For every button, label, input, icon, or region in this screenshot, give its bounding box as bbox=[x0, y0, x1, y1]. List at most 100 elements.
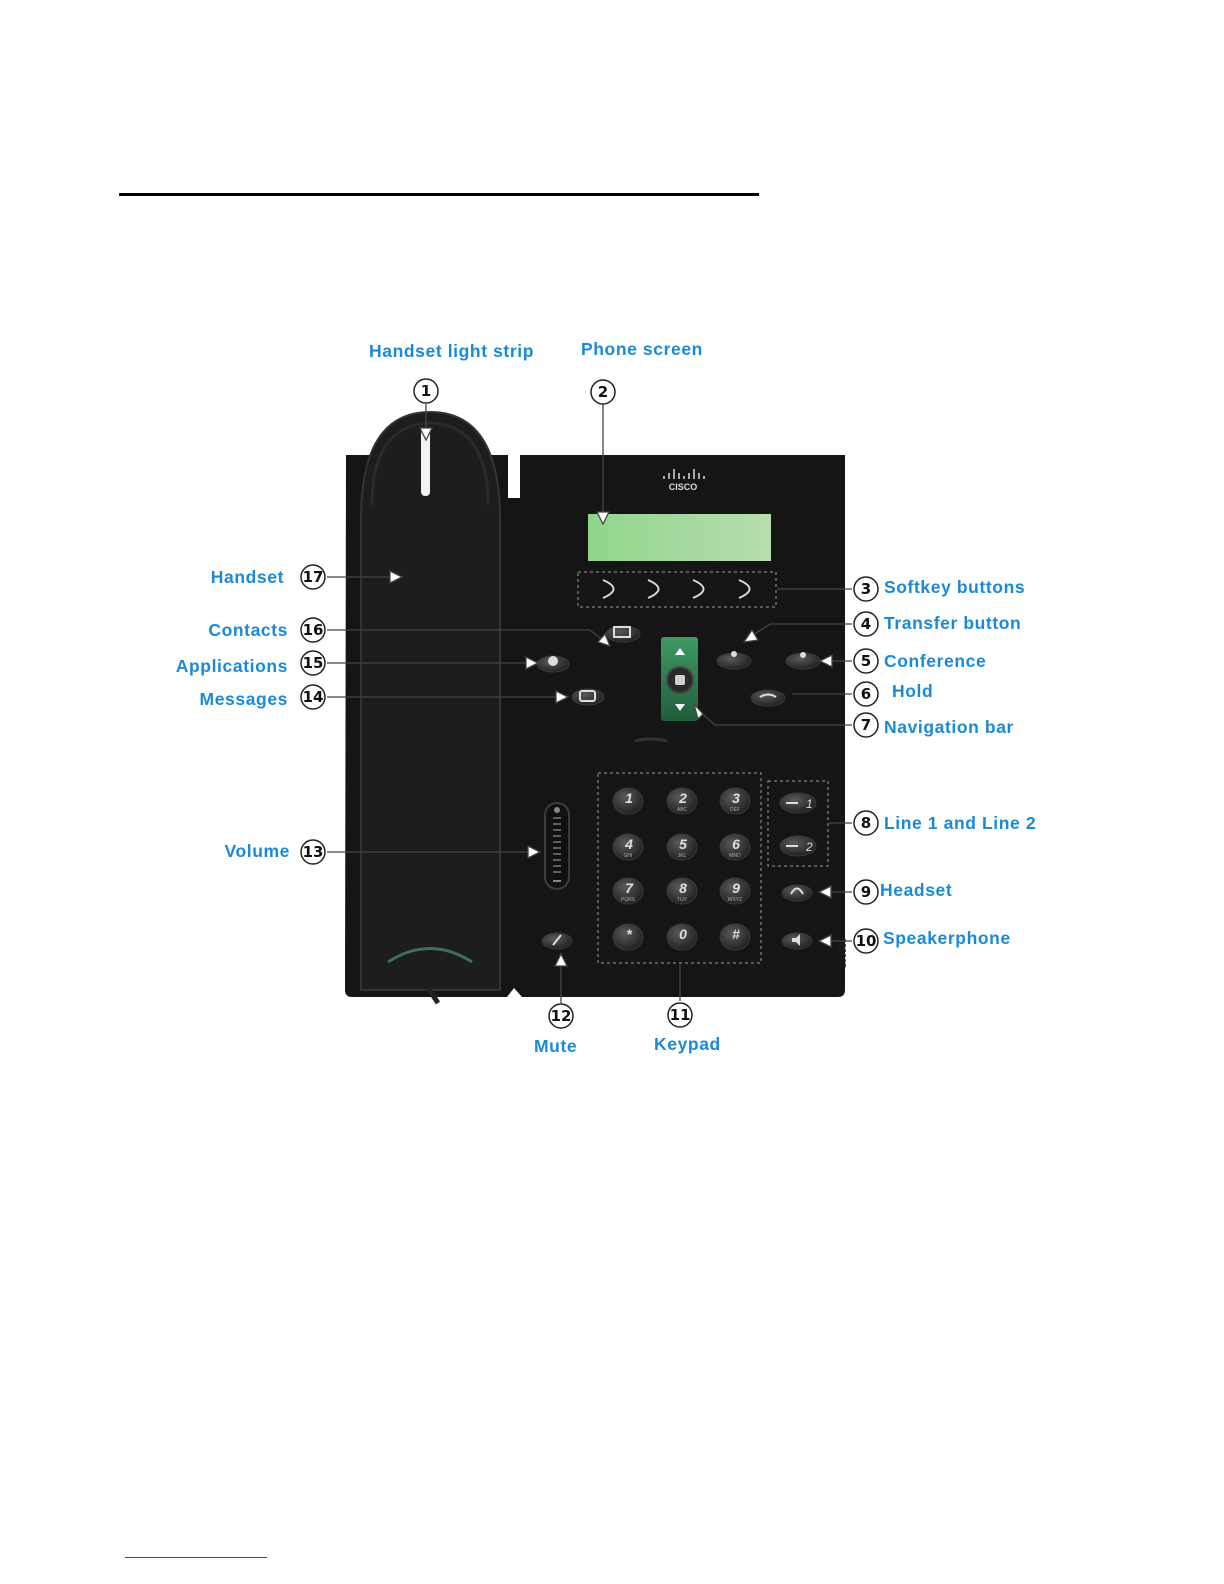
keypad-key-0[interactable] bbox=[666, 923, 698, 951]
callout-circle-13 bbox=[300, 839, 326, 865]
callout-number-7: 7 bbox=[861, 716, 871, 734]
keypad-digit: 5 bbox=[679, 836, 687, 852]
line-1-number: 1 bbox=[806, 797, 813, 811]
keypad-letters: ABC bbox=[677, 807, 688, 813]
book-icon bbox=[613, 626, 631, 638]
callout-circle-5 bbox=[853, 648, 879, 674]
headset-icon bbox=[790, 887, 804, 895]
callout-circle-16 bbox=[300, 617, 326, 643]
keypad-key-pound[interactable] bbox=[719, 923, 751, 951]
callout-circle-17 bbox=[300, 564, 326, 590]
keypad-letters: TUV bbox=[677, 897, 688, 903]
callout-circle-3 bbox=[853, 576, 879, 602]
keypad-key-9[interactable] bbox=[719, 877, 751, 905]
phone-screen bbox=[588, 514, 771, 561]
footnote-rule bbox=[125, 1557, 267, 1558]
line-2-number: 2 bbox=[805, 840, 813, 854]
label-keypad: Keypad bbox=[654, 1034, 721, 1054]
label-phone-screen: Phone screen bbox=[581, 339, 703, 359]
conference-icon bbox=[800, 652, 806, 658]
callout-circle-15 bbox=[300, 650, 326, 676]
callout-circle-11 bbox=[667, 1002, 693, 1028]
keypad-key-star[interactable] bbox=[612, 923, 644, 951]
label-messages: Messages bbox=[199, 689, 288, 709]
keypad-letters: GHI bbox=[624, 853, 633, 859]
keypad-key-4[interactable] bbox=[612, 833, 644, 861]
keypad-key-8[interactable] bbox=[666, 877, 698, 905]
keypad-digit: 9 bbox=[732, 880, 740, 896]
callout-number-13: 13 bbox=[303, 843, 324, 861]
label-headset: Headset bbox=[880, 880, 953, 900]
keypad-digit: * bbox=[626, 926, 632, 942]
keypad-digit: 4 bbox=[624, 836, 633, 852]
callout-number-10: 10 bbox=[856, 932, 877, 950]
label-applications: Applications bbox=[175, 656, 288, 676]
envelope-icon bbox=[579, 690, 596, 702]
keypad-letters: JKL bbox=[678, 853, 687, 859]
callout-number-8: 8 bbox=[861, 814, 871, 832]
keypad-letters: WXYZ bbox=[728, 897, 742, 903]
label-hold: Hold bbox=[892, 681, 934, 701]
keypad-key-2[interactable] bbox=[666, 787, 698, 815]
keypad-area bbox=[597, 772, 762, 964]
label-softkey-buttons: Softkey buttons bbox=[884, 577, 1026, 597]
keypad-key-7[interactable] bbox=[612, 877, 644, 905]
keypad-key-6[interactable] bbox=[719, 833, 751, 861]
hold-icon bbox=[759, 693, 777, 698]
line-keys-area bbox=[767, 780, 829, 867]
top-rule bbox=[119, 193, 759, 196]
callout-number-5: 5 bbox=[861, 652, 871, 670]
keypad-key-1[interactable] bbox=[612, 787, 644, 815]
handset-light-strip bbox=[421, 430, 430, 496]
callout-number-17: 17 bbox=[303, 568, 324, 586]
leader-lines bbox=[327, 404, 852, 1003]
cisco-logo bbox=[663, 469, 705, 479]
transfer-icon bbox=[731, 651, 737, 657]
keypad-digit: 3 bbox=[732, 790, 740, 806]
label-handset-light-strip: Handset light strip bbox=[369, 341, 535, 361]
callout-number-2: 2 bbox=[598, 383, 608, 401]
volume-rocker bbox=[544, 802, 570, 890]
callout-number-4: 4 bbox=[861, 615, 871, 633]
keypad-digit: 8 bbox=[679, 880, 687, 896]
callout-circle-2 bbox=[590, 379, 616, 405]
callout-circle-12 bbox=[548, 1003, 574, 1029]
keypad-letters: PQRS bbox=[621, 897, 636, 903]
callout-number-9: 9 bbox=[861, 883, 871, 901]
callout-number-11: 11 bbox=[670, 1006, 691, 1024]
callout-number-6: 6 bbox=[861, 685, 871, 703]
keypad-digit: 0 bbox=[679, 926, 687, 942]
keypad-letters: DEF bbox=[730, 807, 740, 813]
softkey-area bbox=[577, 571, 777, 608]
speaker-icon bbox=[792, 934, 800, 946]
callout-circle-6 bbox=[853, 681, 879, 707]
keypad-digit: # bbox=[732, 926, 740, 942]
callout-circle-8 bbox=[853, 810, 879, 836]
callout-number-1: 1 bbox=[421, 382, 431, 400]
keypad-letters: MNO bbox=[729, 853, 741, 859]
keypad-key-3[interactable] bbox=[719, 787, 751, 815]
keypad-digit: 2 bbox=[678, 790, 687, 806]
keypad-digit: 1 bbox=[625, 790, 633, 806]
callout-circle-10 bbox=[853, 928, 879, 954]
callout-number-12: 12 bbox=[551, 1007, 572, 1025]
softkey-buttons bbox=[602, 579, 751, 599]
callout-number-15: 15 bbox=[303, 654, 324, 672]
keypad-digit: 7 bbox=[625, 880, 634, 896]
keypad-key-5[interactable] bbox=[666, 833, 698, 861]
label-mute: Mute bbox=[534, 1036, 578, 1056]
mute-icon bbox=[552, 934, 562, 946]
cisco-logo-text: CISCO bbox=[669, 482, 698, 492]
callout-circle-9 bbox=[853, 879, 879, 905]
callout-circle-7 bbox=[853, 712, 879, 738]
label-handset: Handset bbox=[210, 567, 284, 587]
callout-number-16: 16 bbox=[303, 621, 324, 639]
callout-circle-4 bbox=[853, 611, 879, 637]
label-contacts: Contacts bbox=[208, 620, 288, 640]
headset-key bbox=[781, 884, 813, 902]
handset bbox=[360, 410, 501, 991]
callout-circle-1 bbox=[413, 378, 439, 404]
keypad-digit: 6 bbox=[732, 836, 740, 852]
